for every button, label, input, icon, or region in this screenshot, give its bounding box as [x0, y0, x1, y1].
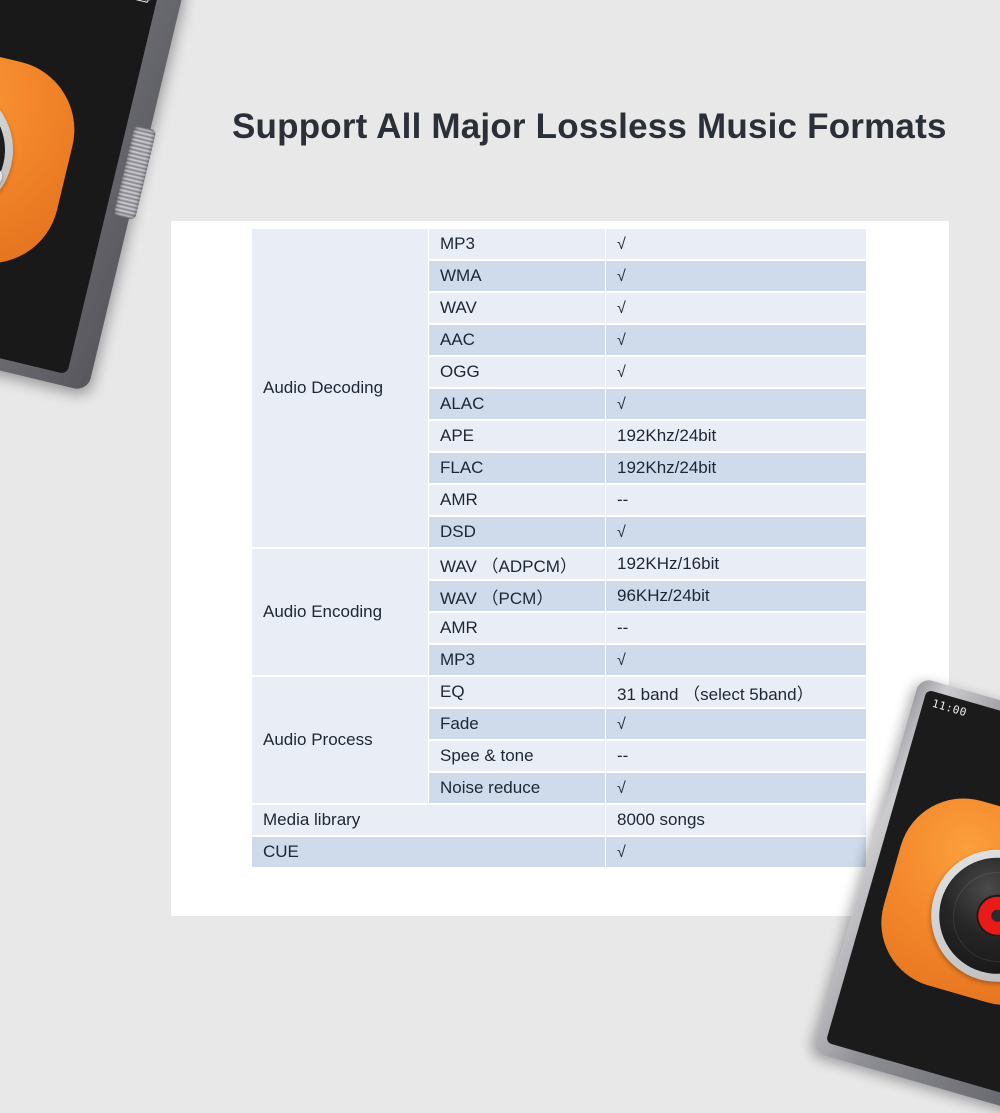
check-icon: √ [617, 716, 626, 733]
table-row: WAV √ [252, 293, 866, 323]
table-group-label: Audio Process [252, 677, 428, 803]
table-group-label: Audio Decoding [252, 229, 428, 547]
table-cell-format: Fade [429, 709, 605, 739]
table-row: Fade √ [252, 709, 866, 739]
table-cell-format: OGG [429, 357, 605, 387]
table-cell-value: √ [606, 709, 866, 739]
table-cell-format: Spee & tone [429, 741, 605, 771]
table-cell-format: MP3 [429, 229, 605, 259]
check-icon: √ [617, 780, 626, 797]
table-cell-value: 8000 songs [606, 805, 866, 835]
check-icon: √ [617, 236, 626, 253]
table-cell-value: √ [606, 517, 866, 547]
table-cell-label: Media library [252, 805, 605, 835]
check-icon: √ [617, 300, 626, 317]
table-cell-value: 192KHz/16bit [606, 549, 866, 579]
check-icon: √ [617, 364, 626, 381]
table-row: Spee & tone-- [252, 741, 866, 771]
table-cell-value: √ [606, 325, 866, 355]
table-cell-value: √ [606, 837, 866, 867]
table-cell-value: 192Khz/24bit [606, 453, 866, 483]
table-cell-format: WAV （ADPCM） [429, 549, 605, 579]
page-title: Support All Major Lossless Music Formats [232, 107, 947, 146]
device-status-bar: 00 [0, 0, 160, 12]
table-row: MP3 √ [252, 645, 866, 675]
table-cell-value: -- [606, 741, 866, 771]
table-row: ALAC √ [252, 389, 866, 419]
table-row: CUE √ [252, 837, 866, 867]
table-cell-format: AMR [429, 485, 605, 515]
table-cell-value: √ [606, 229, 866, 259]
vinyl-record-player-icon[interactable] [0, 30, 89, 278]
device-body: 00 [0, 0, 186, 392]
table-cell-value: 192Khz/24bit [606, 421, 866, 451]
table-cell-format: WMA [429, 261, 605, 291]
table-cell-format: FLAC [429, 453, 605, 483]
table-cell-format: DSD [429, 517, 605, 547]
table-cell-value: 31 band （select 5band） [606, 677, 866, 707]
check-icon: √ [617, 844, 626, 861]
table-row: Noise reduce √ [252, 773, 866, 803]
table-cell-value: √ [606, 357, 866, 387]
table-cell-format: WAV [429, 293, 605, 323]
table-row: AAC √ [252, 325, 866, 355]
check-icon: √ [617, 332, 626, 349]
check-icon: √ [617, 396, 626, 413]
table-row: AMR-- [252, 613, 866, 643]
check-icon: √ [617, 524, 626, 541]
table-cell-format: AAC [429, 325, 605, 355]
table-cell-format: ALAC [429, 389, 605, 419]
table-cell-format: Noise reduce [429, 773, 605, 803]
table-cell-value: √ [606, 389, 866, 419]
table-cell-format: APE [429, 421, 605, 451]
device-status-bar: 11:00 [921, 690, 1000, 766]
table-row: AMR-- [252, 485, 866, 515]
table-row: WAV （PCM）96KHz/24bit [252, 581, 866, 611]
check-icon: √ [617, 268, 626, 285]
battery-icon [129, 0, 151, 3]
mp3-player-device-top-left: 00 [0, 0, 186, 392]
table-group-label: Audio Encoding [252, 549, 428, 675]
table-cell-value: √ [606, 261, 866, 291]
table-cell-value: √ [606, 293, 866, 323]
table-cell-format: MP3 [429, 645, 605, 675]
table-row: DSD √ [252, 517, 866, 547]
table-cell-value: √ [606, 645, 866, 675]
table-cell-format: WAV （PCM） [429, 581, 605, 611]
table-row: WMA √ [252, 261, 866, 291]
table-cell-value: -- [606, 613, 866, 643]
vinyl-record-player-icon[interactable] [865, 783, 1000, 1021]
table-cell-label: CUE [252, 837, 605, 867]
table-cell-format: EQ [429, 677, 605, 707]
check-icon: √ [617, 652, 626, 669]
status-bar-clock: 11:00 [930, 696, 969, 719]
table-cell-value: -- [606, 485, 866, 515]
table-row: OGG √ [252, 357, 866, 387]
table-cell-value: √ [606, 773, 866, 803]
table-cell-value: 96KHz/24bit [606, 581, 866, 611]
table-cell-format: AMR [429, 613, 605, 643]
